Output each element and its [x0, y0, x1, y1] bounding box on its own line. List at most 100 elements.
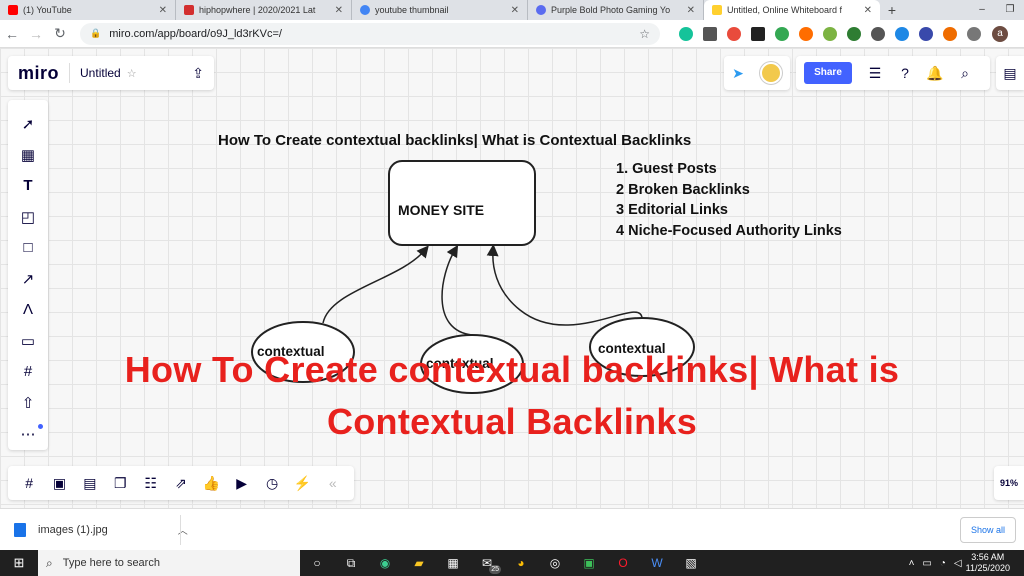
video-icon[interactable]: ▶ [236, 474, 248, 491]
folder-icon[interactable]: ▰ [414, 556, 424, 570]
contextual-ellipse-left[interactable] [251, 321, 355, 383]
forward-icon[interactable]: → [29, 25, 43, 42]
settings-sliders-icon[interactable]: ☰ [868, 64, 882, 81]
volume-icon[interactable]: ◁ [953, 557, 962, 569]
notes-icon[interactable]: ▤ [996, 56, 1024, 90]
search-icon[interactable]: ⌕ [961, 64, 969, 81]
extension-icon[interactable] [799, 26, 813, 41]
taskbar-search-input[interactable]: ⌕ Type here to search [38, 550, 300, 576]
extension-icon[interactable] [727, 26, 741, 41]
frame-icon[interactable]: # [23, 363, 33, 380]
extension-icon[interactable] [703, 26, 717, 41]
tab-youtube[interactable]: (1) YouTube ✕ [0, 0, 176, 20]
money-site-box[interactable] [388, 160, 536, 246]
bell-icon[interactable]: 🔔 [926, 64, 944, 81]
show-all-button[interactable]: Show all [960, 517, 1016, 543]
new-tab-button[interactable]: + [887, 2, 897, 18]
close-icon[interactable]: ✕ [158, 4, 167, 16]
board-name[interactable]: Untitled [80, 66, 121, 80]
opera-icon[interactable]: O [618, 556, 628, 570]
extension-icon[interactable] [823, 26, 837, 41]
connector-middle[interactable] [441, 244, 473, 336]
share-button[interactable]: Share [804, 62, 852, 84]
store-icon[interactable]: ▦ [447, 556, 459, 570]
sticky-note-icon[interactable]: ◰ [20, 208, 36, 226]
cursor-icon[interactable]: ➤ [732, 64, 744, 81]
diagram-title[interactable]: How To Create contextual backlinks| What… [218, 132, 692, 149]
task-view-icon[interactable]: ⧉ [346, 556, 356, 570]
shape-tool-icon[interactable]: □ [23, 239, 33, 256]
whiteboard-canvas[interactable] [0, 48, 1024, 508]
star-icon[interactable]: ☆ [126, 67, 137, 80]
more-icon[interactable]: ⋯ [8, 418, 48, 449]
network-icon[interactable]: ◔ [939, 557, 946, 569]
frames-icon[interactable]: # [25, 475, 34, 491]
close-icon[interactable]: ✕ [686, 4, 695, 16]
chat-icon[interactable]: ❐ [113, 474, 127, 491]
cortana-icon[interactable]: ○ [313, 556, 321, 570]
ellipse-label-middle: contextual [426, 356, 494, 371]
text-tool-icon[interactable]: T [23, 177, 33, 194]
restore-button[interactable]: ❐ [1005, 4, 1015, 15]
grammarly-icon[interactable] [679, 26, 693, 41]
connector-left[interactable] [322, 245, 429, 324]
obs-icon[interactable]: ◎ [549, 556, 561, 570]
camtasia-icon[interactable]: ▣ [583, 556, 595, 570]
download-file-name[interactable]: images (1).jpg [38, 523, 108, 536]
extension-icon[interactable] [943, 26, 957, 41]
profile-avatar[interactable]: a [992, 25, 1008, 42]
extension-icon[interactable] [919, 26, 933, 41]
backlink-types-list[interactable]: 1. Guest Posts 2 Broken Backlinks 3 Edit… [616, 159, 842, 241]
chevron-up-icon[interactable]: ︿ [177, 526, 188, 537]
wps-icon[interactable]: W [651, 556, 663, 570]
extension-icon[interactable] [847, 26, 861, 41]
arrow-tool-icon[interactable]: ↗ [21, 270, 35, 288]
extension-icon[interactable] [895, 26, 909, 41]
url-input[interactable]: 🔒 miro.com/app/board/o9J_ld3rKVc=/ ☆ [80, 22, 660, 45]
extension-icon[interactable] [775, 26, 789, 41]
chevron-up-icon[interactable]: ˄ [908, 557, 915, 569]
templates-icon[interactable]: ▦ [20, 146, 36, 164]
battery-icon[interactable]: ▭ [922, 557, 932, 569]
upload-icon[interactable]: ⇧ [21, 394, 35, 412]
mail-icon[interactable]: ✉25 [481, 556, 501, 574]
tab-canva[interactable]: Purple Bold Photo Gaming Yo ✕ [528, 0, 704, 20]
timer-icon[interactable]: ◷ [265, 474, 279, 491]
tab-hiphopwhere[interactable]: hiphopwhere | 2020/2021 Lat ✕ [176, 0, 352, 20]
puzzle-icon[interactable] [967, 26, 981, 41]
pen-tool-icon[interactable]: Λ [22, 301, 34, 318]
back-icon[interactable]: ← [5, 25, 19, 42]
edge-icon[interactable]: ◉ [379, 556, 391, 570]
tab-google-search[interactable]: youtube thumbnail ✕ [352, 0, 528, 20]
tab-miro[interactable]: Untitled, Online Whiteboard f ✕ [704, 0, 880, 20]
reload-icon[interactable]: ↻ [54, 25, 66, 41]
bookmark-star-icon[interactable]: ☆ [639, 26, 650, 41]
comments-icon[interactable]: ▤ [83, 474, 97, 491]
presentation-icon[interactable]: ▣ [52, 474, 67, 491]
wordpress-icon[interactable] [871, 26, 885, 41]
miro-logo[interactable]: miro [18, 62, 60, 83]
help-icon[interactable]: ? [901, 65, 909, 81]
connector-right[interactable] [486, 244, 643, 326]
close-icon[interactable]: ✕ [334, 4, 343, 16]
select-tool-icon[interactable]: ➚ [21, 115, 35, 133]
overlay-line-2: Contextual Backlinks [326, 401, 698, 442]
close-icon[interactable]: ✕ [510, 4, 519, 16]
divider [180, 515, 181, 545]
cards-icon[interactable]: ☷ [144, 474, 157, 491]
close-icon[interactable]: ✕ [863, 4, 872, 16]
vote-icon[interactable]: 👍 [202, 474, 221, 491]
windows-start-icon[interactable]: ⊞ [13, 555, 25, 570]
app-icon[interactable]: ▧ [685, 556, 697, 570]
share-screen-icon[interactable]: ⇗ [175, 474, 187, 491]
export-icon[interactable]: ⇪ [192, 64, 204, 81]
zoom-level[interactable]: 91% [994, 466, 1024, 500]
chrome-icon[interactable]: ◕ [517, 556, 525, 570]
extension-icon[interactable] [751, 26, 765, 41]
comment-icon[interactable]: ▭ [20, 332, 36, 350]
avatar[interactable] [759, 62, 782, 84]
lightning-icon[interactable]: ⚡ [293, 474, 312, 491]
collapse-icon[interactable]: « [328, 475, 337, 491]
clock[interactable]: 3:56 AM 11/25/2020 [966, 552, 1010, 574]
minimize-button[interactable]: – [979, 4, 985, 15]
